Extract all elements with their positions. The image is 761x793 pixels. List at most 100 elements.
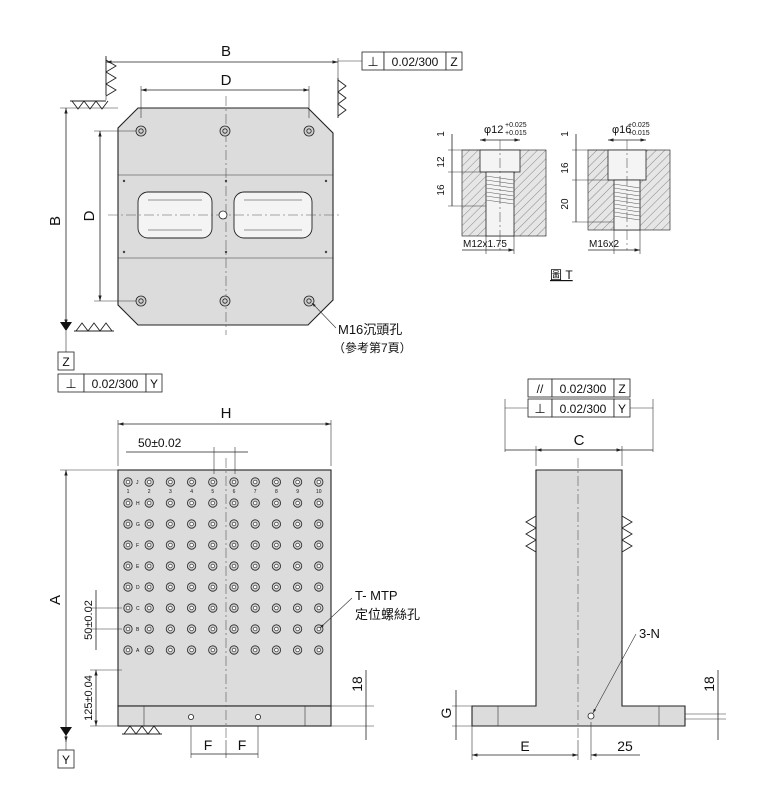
detail-t-caption: 圖 T: [550, 268, 573, 282]
mtp-hole-bore: [189, 542, 194, 548]
dim-side-c: C: [574, 432, 585, 449]
dim-pitch-y: 50±0.02: [83, 600, 95, 640]
mtp-hole-bore: [231, 647, 237, 653]
side-view-body: [471, 469, 686, 727]
mtp-hole-bore: [253, 521, 258, 527]
column-number: 2: [148, 489, 151, 495]
mtp-hole-bore: [253, 647, 258, 653]
mtp-hole-bore: [210, 605, 215, 611]
svg-text:M16x2: M16x2: [589, 239, 619, 250]
mtp-hole-bore: [189, 647, 194, 653]
svg-text:⊥: ⊥: [367, 54, 378, 69]
mtp-hole-bore: [210, 500, 215, 506]
mtp-hole-bore: [253, 563, 258, 569]
svg-text:0.02/300: 0.02/300: [560, 402, 607, 416]
callout-tmtp-note: 定位螺絲孔: [355, 607, 420, 622]
svg-text:Z: Z: [618, 382, 625, 396]
mtp-hole-bore: [147, 479, 152, 485]
mtp-hole-bore: [274, 626, 279, 632]
row-letter: G: [136, 522, 140, 528]
svg-text:Z: Z: [450, 55, 457, 69]
mtp-hole-bore: [295, 542, 300, 548]
mtp-hole-bore: [210, 542, 215, 548]
callout-m16-note: （參考第7頁）: [333, 340, 412, 355]
mtp-hole-bore: [231, 563, 237, 569]
mtp-hole-bore: [295, 563, 300, 569]
mtp-hole-bore: [147, 605, 152, 611]
mtp-hole-bore: [210, 647, 215, 653]
mtp-hole-bore: [168, 584, 173, 590]
svg-text:Y: Y: [150, 377, 158, 391]
dim-f-left: F: [204, 737, 213, 753]
mtp-hole-bore: [274, 479, 279, 485]
svg-text:16: 16: [436, 184, 447, 196]
dim-side-18: 18: [701, 676, 717, 692]
mtp-hole-bore: [253, 626, 258, 632]
mtp-hole-bore: [316, 542, 321, 548]
callout-3n: 3-N: [639, 626, 660, 641]
dim-top-d: D: [221, 72, 232, 89]
datum-z-box: Z: [57, 351, 75, 371]
mtp-hole-bore: [253, 479, 258, 485]
row-letter: J: [136, 480, 139, 486]
column-number: 10: [316, 489, 322, 495]
mtp-hole-bore: [316, 521, 321, 527]
mtp-hole-bore: [189, 584, 194, 590]
svg-text:+0.015: +0.015: [505, 130, 527, 137]
mtp-hole-bore: [147, 584, 152, 590]
mtp-hole-bore: [295, 647, 300, 653]
mtp-hole-bore: [210, 563, 215, 569]
mtp-hole-bore: [253, 542, 258, 548]
mtp-hole-bore: [147, 563, 152, 569]
mtp-hole-bore: [189, 479, 194, 485]
datum-triangles-front: [122, 725, 162, 735]
dim-left-b: B: [47, 216, 64, 226]
svg-text:20: 20: [560, 198, 571, 210]
row-letter: H: [136, 501, 140, 507]
column-number: 3: [169, 489, 172, 495]
dim-top-b: B: [221, 43, 231, 60]
svg-text:1: 1: [436, 131, 447, 137]
mtp-hole-bore: [253, 584, 258, 590]
mtp-hole-bore: [210, 521, 215, 527]
mtp-hole-bore: [147, 626, 152, 632]
mtp-hole-bore: [210, 479, 215, 485]
svg-text:0.02/300: 0.02/300: [392, 55, 439, 69]
mtp-hole-bore: [189, 626, 194, 632]
svg-text:Y: Y: [62, 753, 70, 767]
svg-text:12: 12: [436, 156, 447, 168]
mtp-hole-bore: [147, 542, 152, 548]
mtp-hole-bore: [316, 605, 321, 611]
mtp-hole-bore: [168, 479, 173, 485]
mtp-hole-bore: [125, 626, 131, 632]
row-letter: B: [136, 627, 140, 633]
svg-text:Z: Z: [62, 355, 69, 369]
column-number: 7: [254, 489, 257, 495]
mtp-hole-bore: [231, 584, 237, 590]
svg-text:+0.025: +0.025: [505, 122, 527, 129]
mtp-hole-bore: [125, 647, 131, 653]
mtp-hole-bore: [168, 563, 173, 569]
svg-text:φ16: φ16: [612, 124, 631, 136]
dim-side-g: G: [438, 708, 454, 719]
row-letter: C: [136, 606, 140, 612]
row-letter: F: [136, 543, 139, 549]
top-view-holes: [135, 125, 315, 307]
datum-triangles-bottom-left: [74, 322, 114, 332]
mtp-hole-bore: [125, 479, 131, 485]
dim-side-e: E: [520, 738, 529, 754]
row-letter: E: [136, 564, 140, 570]
mtp-hole-bore: [168, 605, 173, 611]
side-view: // 0.02/300 Z ⊥ 0.02/300 Y C: [438, 378, 726, 760]
column-number: 1: [127, 489, 130, 495]
svg-text:φ12: φ12: [484, 124, 503, 136]
callout-tmtp-label: T- MTP: [355, 588, 398, 603]
mtp-hole-bore: [274, 605, 279, 611]
mtp-hole-bore: [210, 626, 215, 632]
front-view-base: [117, 705, 332, 727]
mtp-hole-bore: [231, 542, 237, 548]
svg-text:16: 16: [560, 162, 571, 174]
mtp-hole-bore: [147, 647, 152, 653]
row-letter: A: [136, 648, 140, 654]
